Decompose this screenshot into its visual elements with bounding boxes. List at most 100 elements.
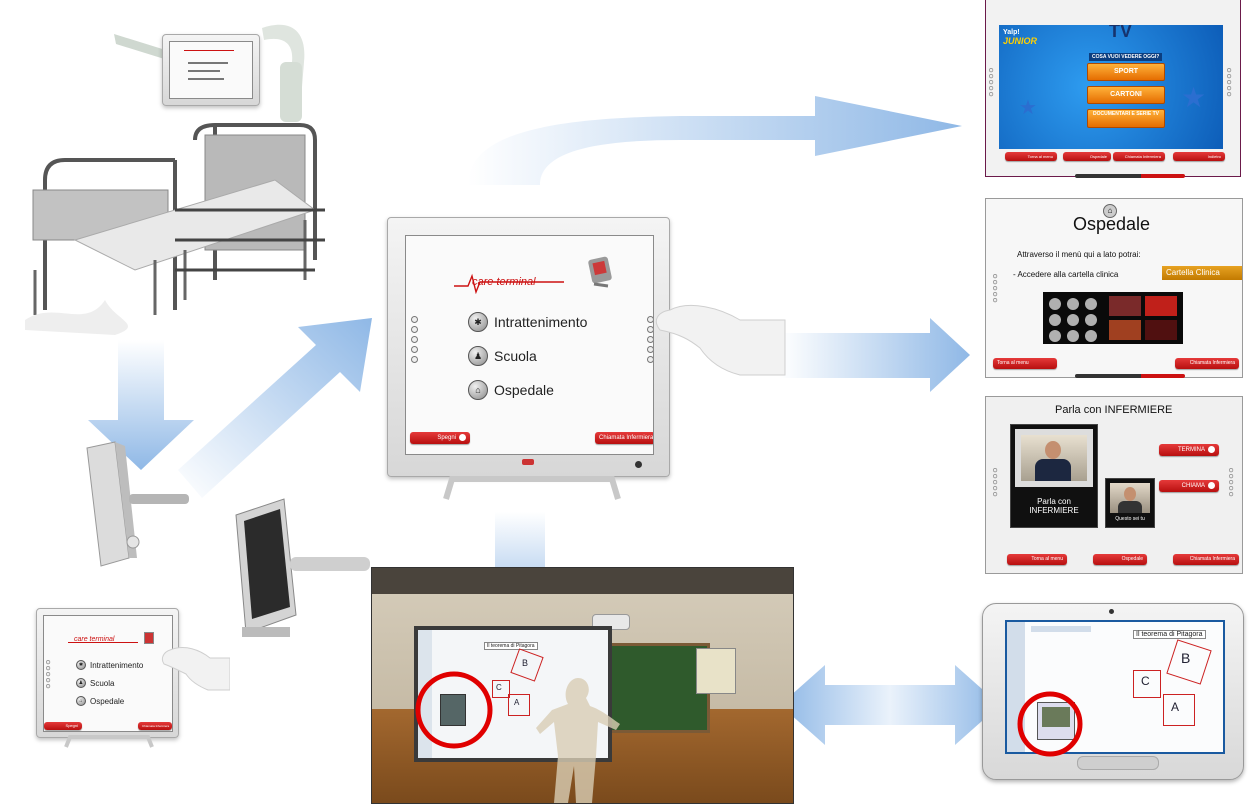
menu-item-entertainment[interactable]: ✱ Intrattenimento	[468, 312, 587, 332]
menu-item-label: Scuola	[494, 348, 537, 364]
arrow-double	[780, 665, 1000, 745]
menu-item-entertainment[interactable]: ✱ Intrattenimento	[76, 660, 143, 670]
highlight-ring	[1017, 691, 1083, 757]
side-terminal-wall	[230, 495, 370, 645]
tv-screen: Yalp! JUNIOR TV COSA VUOI VEDERE OGGI? S…	[999, 25, 1223, 149]
medical-records-tab[interactable]: Cartella Clinica	[1162, 266, 1242, 280]
hospital-intro: Attraverso il menù qui a lato potrai:	[1017, 250, 1141, 259]
right-side-buttons[interactable]	[1227, 68, 1232, 98]
tablet-nav-buttons[interactable]	[1077, 756, 1159, 770]
self-video-window: Questo sei tu	[1105, 478, 1155, 528]
highlight-ring	[415, 671, 493, 749]
power-off-button[interactable]: Spegni	[410, 432, 470, 444]
nurse-terminal: Parla con INFERMIERE Parla con INFERMIER…	[985, 396, 1243, 576]
home-icon[interactable]: ⌂	[1103, 204, 1117, 218]
main-brand: care terminal	[472, 276, 536, 288]
hospital-title: Ospedale	[1073, 214, 1151, 234]
film-reel-icon: ✱	[468, 312, 488, 332]
board-title: Il teorema di Pitagora	[484, 642, 538, 650]
hospital-button[interactable]: Ospedale	[1093, 554, 1147, 565]
main-terminal-screen: care terminal ✱ Intrattenimento ♟ Scuola…	[405, 235, 654, 455]
terminal-logo-icon	[588, 256, 612, 288]
left-side-buttons[interactable]	[993, 468, 998, 498]
video-thumbnail	[1037, 702, 1075, 740]
call-nurse-button[interactable]: Chiamata Infermiera	[1175, 358, 1239, 369]
option-sport-button[interactable]: SPORT	[1087, 63, 1165, 81]
tool-toolbar[interactable]	[1031, 626, 1091, 632]
hospital-button[interactable]: Ospedale	[1063, 152, 1111, 161]
heartbeat-logo-icon	[454, 273, 564, 294]
left-side-buttons[interactable]	[411, 316, 418, 366]
back-to-menu-button[interactable]: Torna al menu	[993, 358, 1057, 369]
teacher-silhouette	[536, 678, 620, 803]
call-nurse-button[interactable]: Chiamata Infermiera	[1113, 152, 1165, 161]
video-thumbnail	[440, 694, 466, 726]
tablet-screen: Il teorema di Pitagora B C A	[1005, 620, 1225, 754]
end-call-button[interactable]: TERMINA	[1159, 444, 1219, 456]
world-map	[696, 648, 736, 694]
menu-item-label: Intrattenimento	[494, 314, 588, 330]
student-icon: ♟	[468, 346, 488, 366]
arrow-curved-tv	[468, 96, 962, 185]
remote-caption: Parla con INFERMIERE	[1029, 497, 1079, 515]
self-caption: Questo sei tu	[1115, 516, 1145, 522]
tablet-device: Il teorema di Pitagora B C A	[982, 603, 1244, 780]
side-terminal-arm	[85, 440, 195, 570]
menu-item-label: Ospedale	[90, 696, 125, 706]
call-nurse-button[interactable]: Chiamata Infermiera	[595, 432, 653, 444]
label-b: B	[522, 658, 529, 668]
hospital-terminal: ⌂ Ospedale Attraverso il menù qui a lato…	[985, 198, 1247, 382]
terminal-logo-icon	[144, 632, 154, 644]
film-reel-icon: ✱	[76, 660, 86, 670]
hospital-icon: ⌂	[76, 696, 86, 706]
small-terminal: care terminal ✱ Intrattenimento ♟ Scuola…	[36, 608, 179, 748]
yalp-logo: Yalp! JUNIOR	[1003, 29, 1038, 46]
arrow-down-bed	[88, 340, 194, 470]
menu-item-hospital[interactable]: ⌂ Ospedale	[76, 696, 124, 706]
video-call-window: Parla con INFERMIERE	[1010, 424, 1098, 528]
menu-item-label: Ospedale	[494, 382, 554, 398]
webcam-icon	[635, 461, 642, 468]
left-side-buttons[interactable]	[989, 68, 994, 98]
camera-icon	[1109, 609, 1114, 614]
left-side-buttons[interactable]	[993, 274, 998, 304]
scan-images	[1043, 292, 1183, 344]
right-side-buttons[interactable]	[1229, 468, 1234, 498]
classroom-scene: Il teorema di Pitagora B C A	[371, 567, 794, 804]
monitor-stand	[64, 735, 154, 748]
board-title: Il teorema di Pitagora	[1133, 630, 1206, 639]
remote-video	[1021, 435, 1087, 481]
menu-item-school[interactable]: ♟ Scuola	[76, 678, 114, 688]
label-b: B	[1181, 650, 1191, 666]
left-side-buttons[interactable]	[46, 660, 51, 690]
back-to-menu-button[interactable]: Torna al menu	[1005, 152, 1057, 161]
right-side-buttons[interactable]	[647, 316, 653, 366]
start-call-button[interactable]: CHIAMA	[1159, 480, 1219, 492]
call-icon	[1208, 481, 1215, 489]
star-icon: ★	[1181, 82, 1207, 113]
back-button[interactable]: Indietro	[1173, 152, 1225, 161]
menu-item-label: Scuola	[90, 678, 115, 688]
menu-item-hospital[interactable]: ⌂ Ospedale	[468, 380, 554, 400]
label-c: C	[496, 683, 502, 692]
nurse-title: Parla con INFERMIERE	[1055, 404, 1173, 416]
power-off-button[interactable]: Spegni	[44, 722, 82, 730]
label-a: A	[514, 698, 520, 707]
option-cartoons-button[interactable]: CARTONI	[1087, 86, 1165, 104]
call-nurse-button[interactable]: Chiamata Infermiera	[1173, 554, 1239, 565]
tv-question: COSA VUOI VEDERE OGGI?	[1089, 53, 1163, 61]
back-to-menu-button[interactable]: Torna al menu	[1007, 554, 1067, 565]
hospital-icon: ⌂	[468, 380, 488, 400]
option-documentaries-button[interactable]: DOCUMENTARI E SERIE TV	[1087, 109, 1165, 128]
menu-item-school[interactable]: ♟ Scuola	[468, 346, 537, 366]
menu-item-label: Intrattenimento	[90, 660, 144, 670]
stylus-pen	[1075, 174, 1185, 178]
tv-corner-label: TV	[1109, 25, 1133, 41]
pointing-hand	[161, 647, 230, 691]
call-nurse-button[interactable]: Chiamata Infermiera	[138, 722, 172, 730]
arrow-right-hospital	[780, 318, 970, 392]
star-icon: ★	[1019, 97, 1037, 119]
hospital-bullet: - Accedere alla cartella clinica	[1013, 270, 1119, 279]
tv-terminal: Yalp! JUNIOR TV COSA VUOI VEDERE OGGI? S…	[985, 0, 1243, 184]
stylus-pen	[1075, 374, 1185, 378]
